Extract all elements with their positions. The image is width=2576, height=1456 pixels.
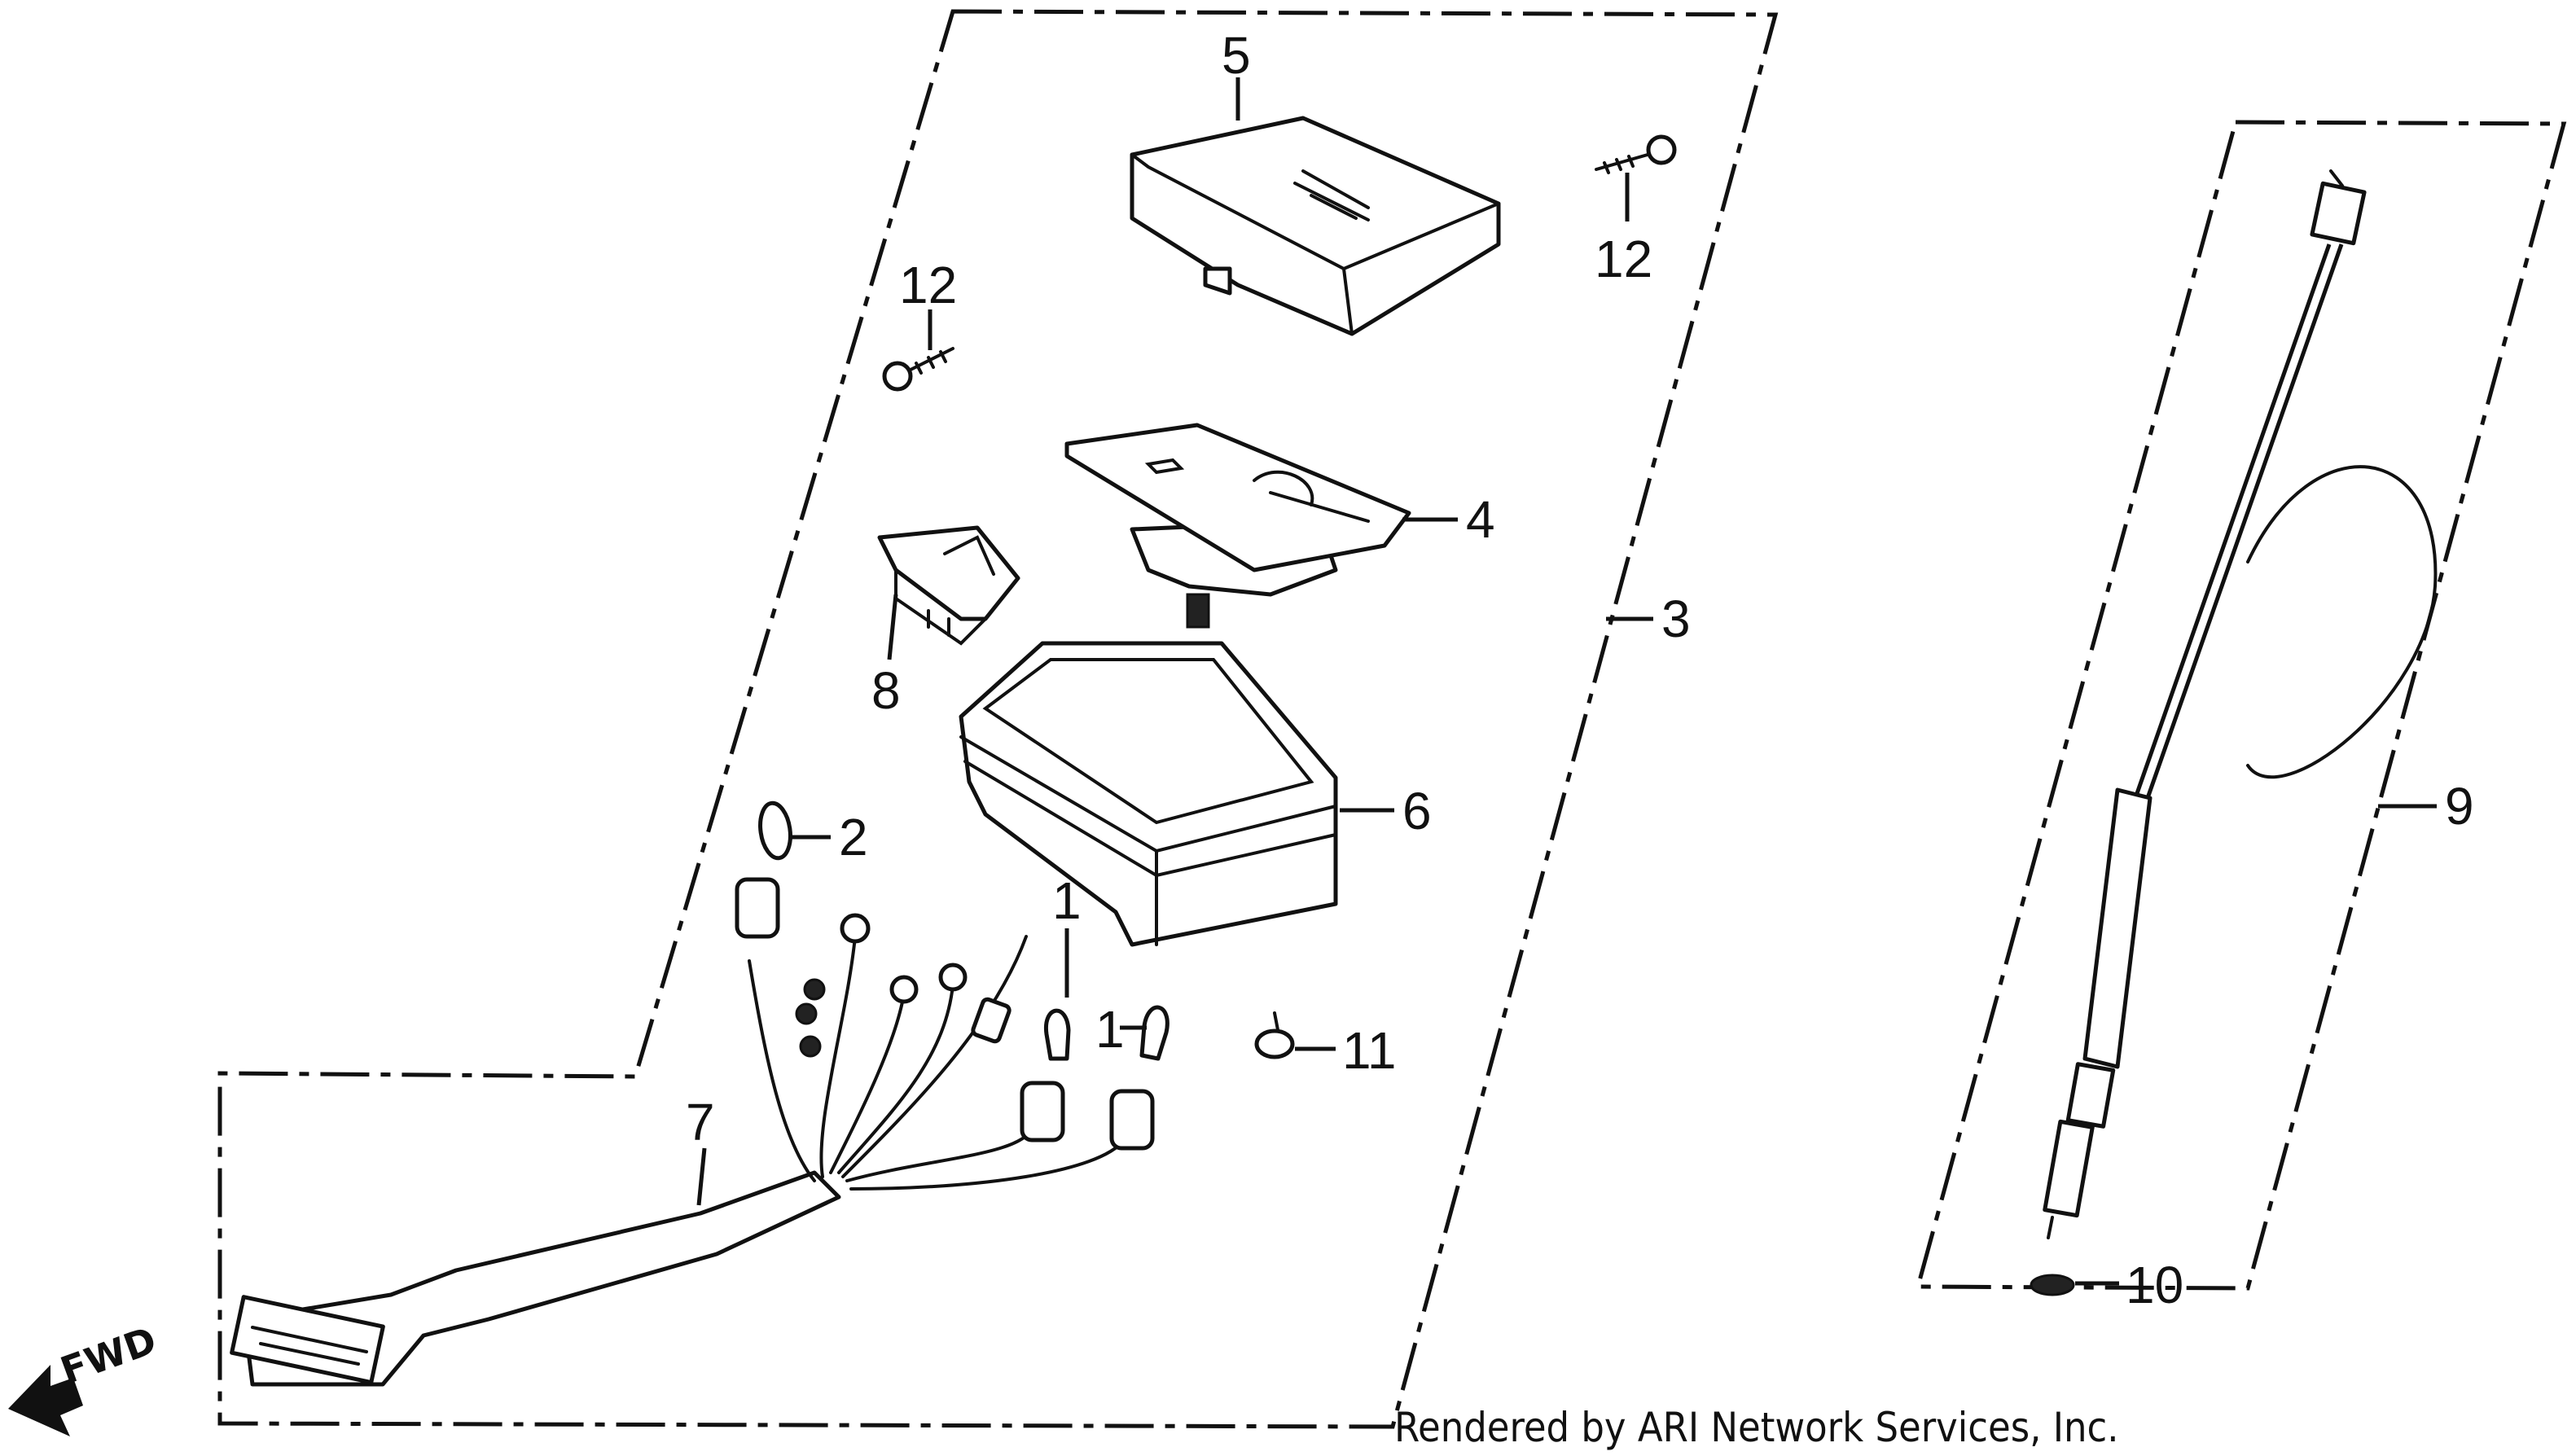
bulb-part-a	[1043, 1008, 1071, 1061]
leader-line-7	[696, 1147, 707, 1206]
callout-10: 10	[2126, 1256, 2183, 1314]
callout-12-right: 12	[1595, 230, 1652, 288]
meter-cover-part	[1130, 116, 1501, 336]
speedometer-cable-part	[2043, 169, 2438, 1239]
cable-assembly-frame	[1915, 120, 2567, 1291]
callout-2: 2	[839, 808, 868, 866]
callout-4: 4	[1466, 490, 1495, 549]
lens-part	[758, 800, 792, 861]
meter-assembly-frame	[217, 9, 1779, 1429]
callout-1-lower: 1	[1095, 1000, 1125, 1059]
screw-part-left	[882, 347, 954, 392]
fwd-label: FWD	[55, 1318, 162, 1392]
callout-7: 7	[686, 1093, 715, 1151]
meter-case-part	[959, 641, 1338, 947]
callout-9: 9	[2445, 777, 2474, 835]
callout-8: 8	[871, 661, 901, 720]
bulb-part-b	[1139, 1005, 1170, 1061]
washer-part	[2030, 1274, 2075, 1296]
speedometer-part	[1064, 423, 1411, 629]
callout-12-left: 12	[899, 256, 957, 314]
wire-harness-part	[230, 877, 1155, 1387]
callout-3: 3	[1661, 590, 1691, 648]
forward-arrow-icon	[8, 1365, 83, 1436]
callout-5: 5	[1222, 26, 1251, 85]
callout-6: 6	[1402, 782, 1432, 840]
callout-11: 11	[1342, 1021, 1396, 1080]
callout-1-upper: 1	[1052, 871, 1082, 930]
indicator-housing-part	[877, 525, 1020, 646]
leader-line-8	[887, 594, 898, 660]
footer-credit: Rendered by ARI Network Services, Inc.	[1394, 1404, 2119, 1451]
screw-part-bottom	[1254, 1011, 1295, 1059]
screw-part-right	[1595, 134, 1677, 174]
